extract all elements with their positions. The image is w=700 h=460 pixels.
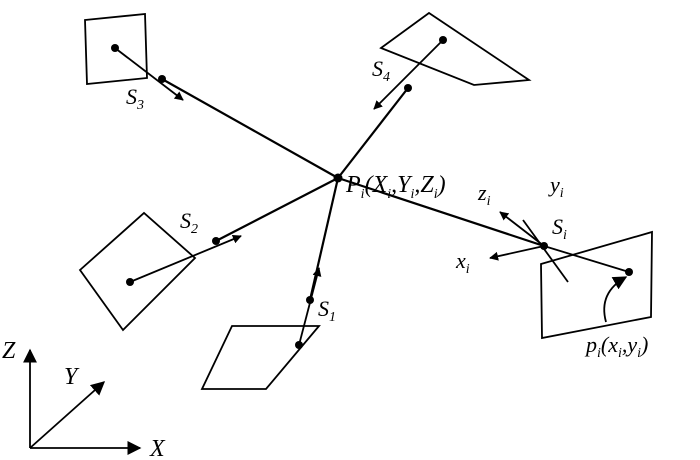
ray-to-si	[337, 176, 545, 248]
projection-center-i	[540, 242, 548, 250]
image-point-2	[126, 278, 134, 286]
camera-x-axis-label: xi	[455, 248, 470, 277]
camera-x-axis	[489, 245, 545, 261]
image-point-i	[625, 268, 633, 276]
image-plane-i	[540, 230, 653, 340]
world-y-axis	[29, 381, 106, 449]
camera-y-axis-label: yi	[548, 172, 564, 201]
ray-to-s4	[337, 87, 409, 179]
optical-axis-1	[298, 267, 322, 346]
world-z-label: Z	[2, 338, 16, 364]
object-point-label: Pi(Xi,Yi,Zi)	[345, 172, 446, 202]
ray-to-s2	[215, 177, 339, 242]
image-point-label: pi(xi,yi)	[584, 332, 648, 361]
projection-center-2	[212, 237, 220, 245]
camera-z-axis-label: zi	[477, 180, 491, 209]
projection-center-3	[158, 75, 166, 83]
camera-z-axis	[499, 211, 545, 247]
world-y-label: Y	[64, 364, 80, 390]
ray-to-s3	[161, 78, 339, 179]
image-point-pointer	[603, 276, 628, 323]
optical-axis-i	[522, 219, 569, 283]
camera-label-s4: S4	[372, 56, 390, 85]
image-point-1	[295, 341, 303, 349]
optical-axis-4	[373, 39, 444, 110]
ray-to-s1	[308, 177, 340, 301]
optical-axis-3	[114, 47, 184, 101]
ray-si-to-pi	[543, 245, 630, 273]
camera-label-s3: S3	[126, 84, 144, 113]
world-x-label: X	[149, 436, 166, 460]
projection-center-4	[404, 84, 412, 92]
camera-label-s2: S2	[180, 208, 198, 237]
image-plane-4	[379, 11, 532, 86]
camera-label-si: Si	[552, 214, 567, 243]
image-plane-1	[200, 325, 321, 390]
object-point	[333, 173, 343, 183]
camera-label-s1: S1	[318, 296, 336, 325]
image-plane-2	[78, 211, 197, 332]
image-point-3	[111, 44, 119, 52]
image-point-4	[439, 36, 447, 44]
projection-center-1	[306, 296, 314, 304]
optical-axis-2	[129, 234, 242, 283]
